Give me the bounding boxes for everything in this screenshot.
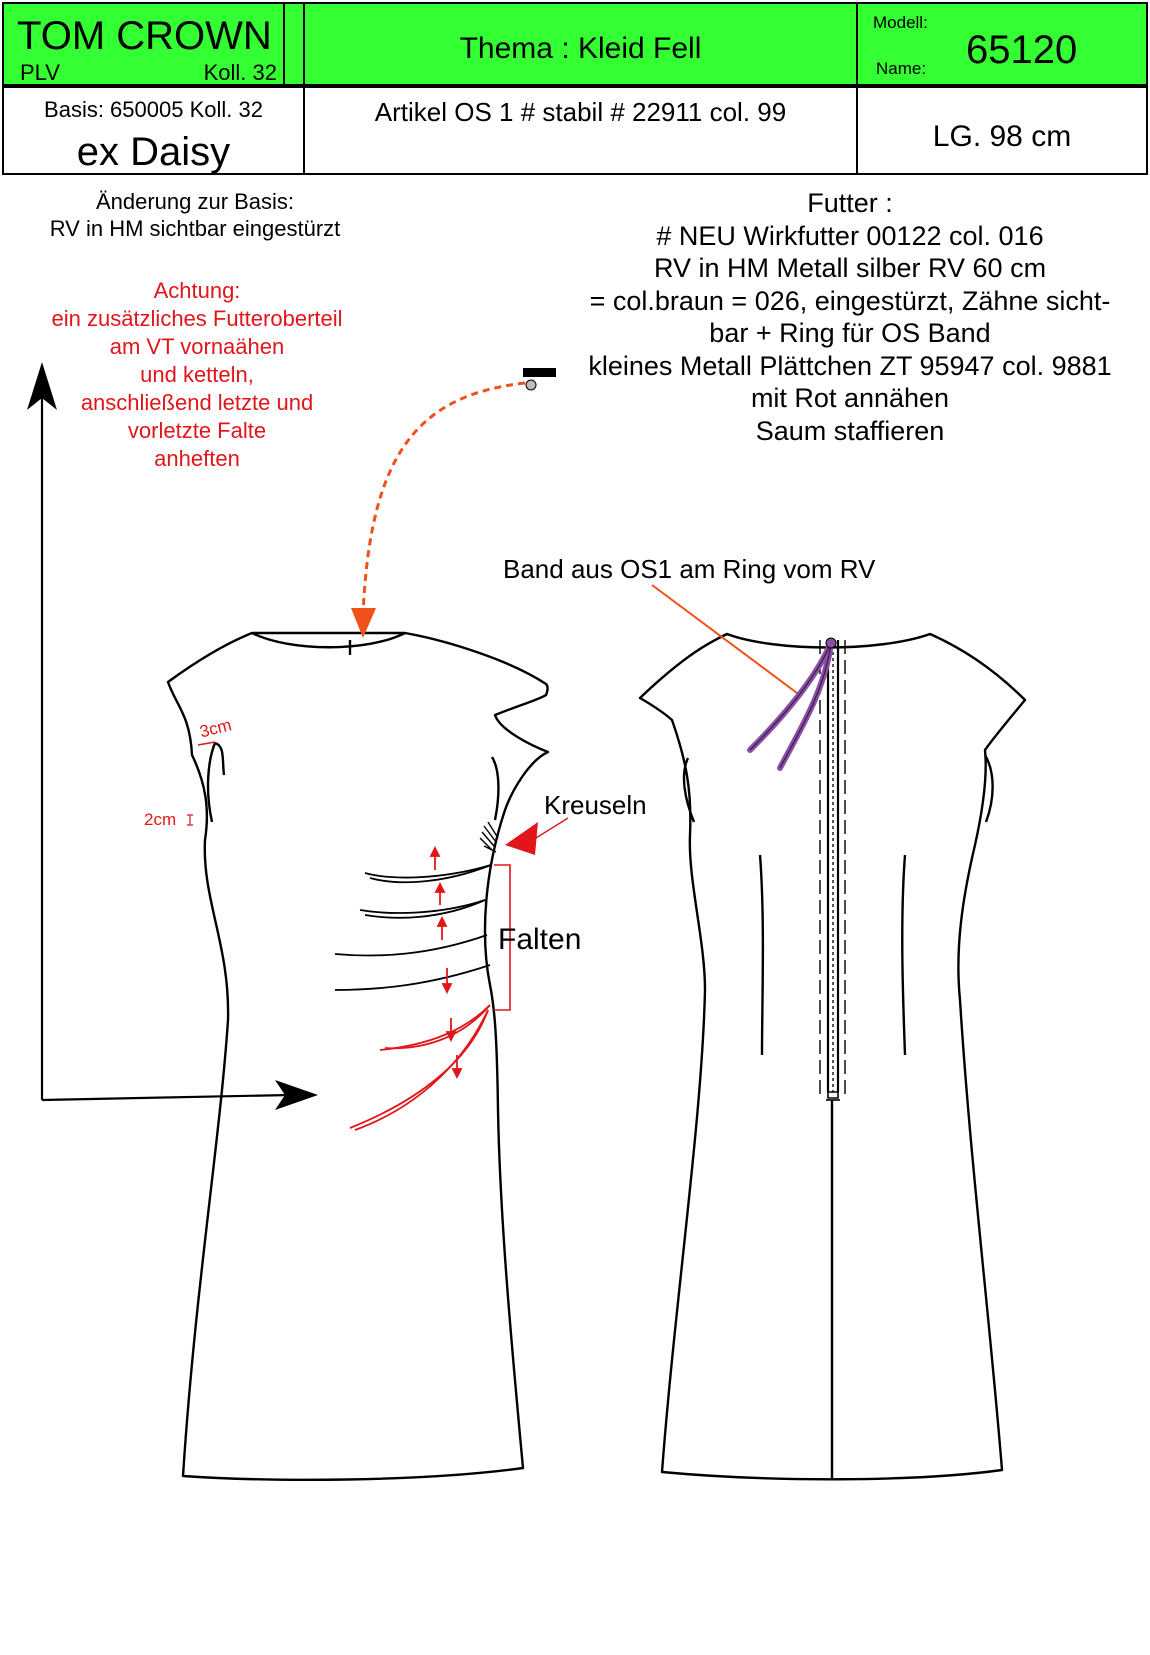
kreuseln-label: Kreuseln: [544, 790, 647, 820]
pleat-arrows: [429, 845, 463, 1080]
band-pointer-line: [651, 584, 798, 694]
brand-name: TOM CROWN: [17, 14, 272, 58]
lining-line: mit Rot annähen: [750, 383, 950, 413]
warning-line: anheften: [154, 446, 240, 471]
measure-3cm-mark: [197, 741, 216, 746]
change-note: Änderung zur Basis: RV in HM sichtbar ei…: [0, 188, 390, 242]
ex-name: ex Daisy: [76, 130, 231, 174]
model-cell: Modell: Name: 65120: [856, 2, 1148, 86]
lining-note: Futter : # NEU Wirkfutter 00122 col. 016…: [565, 187, 1135, 447]
lining-line: RV in HM Metall silber RV 60 cm: [653, 253, 1047, 283]
model-number: 65120: [966, 28, 1078, 72]
kreuseln-pointer: [505, 822, 538, 855]
change-note-line: RV in HM sichtbar eingestürzt: [49, 216, 341, 241]
gather-lines: [479, 821, 499, 853]
lining-line: Saum staffieren: [755, 415, 945, 446]
warning-line: Achtung:: [153, 278, 241, 303]
measure-2cm: 2cm: [144, 810, 177, 829]
plate-arrow-head: [351, 608, 376, 638]
lining-line: bar + Ring für OS Band: [709, 318, 991, 348]
modell-label: Modell:: [873, 13, 928, 32]
kreuseln-pointer-line: [535, 817, 569, 839]
warning-line: am VT vornaähen: [109, 334, 285, 359]
zipper-ring: [825, 637, 837, 649]
article-cell: Artikel OS 1 # stabil # 22911 col. 99: [303, 86, 858, 175]
plate-icon: [523, 368, 556, 377]
lining-line: # NEU Wirkfutter 00122 col. 016: [656, 220, 1044, 251]
warning-line: ein zusätzliches Futteroberteil: [51, 306, 343, 331]
change-note-line: Änderung zur Basis:: [95, 189, 295, 214]
band-label: Band aus OS1 am Ring vom RV: [503, 554, 876, 584]
lining-line: Futter :: [807, 188, 893, 218]
warning-line: und ketteln,: [140, 362, 254, 387]
warning-line: anschließend letzte und: [80, 390, 314, 415]
basis-cell: Basis: 650005 Koll. 32 ex Daisy: [2, 86, 305, 175]
os-band-edge: [749, 642, 832, 769]
brand-sub-right: Koll. 32: [203, 60, 277, 85]
brand-cell: TOM CROWN PLV Koll. 32: [2, 2, 285, 86]
theme-text: Thema : Kleid Fell: [459, 32, 702, 65]
basis-text: Basis: 650005 Koll. 32: [44, 97, 263, 122]
warning-line: vorletzte Falte: [127, 418, 267, 443]
front-pleats-red: [349, 1004, 491, 1131]
article-text: Artikel OS 1 # stabil # 22911 col. 99: [374, 97, 787, 127]
measure-2cm-mark: [187, 814, 193, 826]
lining-arrow-head-up: [27, 362, 57, 410]
front-dress-outline: [166, 631, 550, 1481]
plate-arrow: [361, 381, 526, 616]
back-dress-outline: [638, 632, 1027, 1481]
lining-line: kleines Metall Plättchen ZT 95947 col. 9…: [588, 350, 1112, 381]
ring-icon: [525, 379, 537, 391]
back-zipper: [819, 640, 846, 1101]
warning-note: Achtung: ein zusätzliches Futteroberteil…: [0, 277, 394, 473]
lining-arrow-horizontal: [41, 1093, 291, 1102]
length-cell: LG. 98 cm: [856, 86, 1148, 175]
header-table: TOM CROWN PLV Koll. 32 Thema : Kleid Fel…: [0, 0, 1150, 180]
length-text: LG. 98 cm: [932, 120, 1072, 153]
brand-sub-left: PLV: [20, 60, 60, 85]
name-label: Name:: [876, 59, 927, 78]
falten-bracket: [494, 864, 511, 1011]
lining-arrow-head-right: [275, 1080, 318, 1110]
falten-label: Falten: [498, 923, 582, 956]
front-pleats: [334, 864, 492, 991]
theme-cell: Thema : Kleid Fell: [303, 2, 858, 86]
lining-line: = col.braun = 026, eingestürzt, Zähne si…: [589, 285, 1111, 316]
